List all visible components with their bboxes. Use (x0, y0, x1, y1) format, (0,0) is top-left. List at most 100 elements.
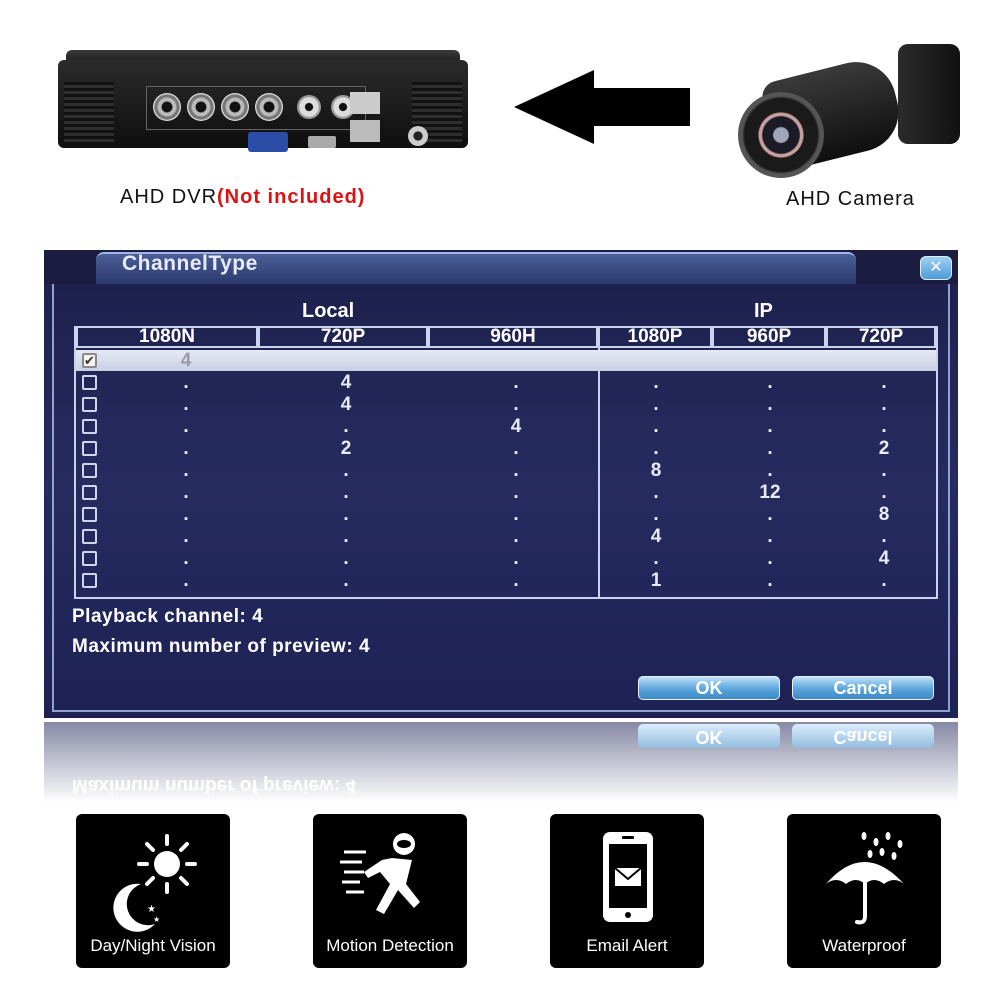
dialog-reflection: OK Cancel Maximum number of preview: 4 (44, 722, 958, 802)
table-cell: . (881, 372, 887, 393)
camera-image (738, 38, 960, 178)
feature-label: Day/Night Vision (90, 936, 216, 955)
table-cell: 8 (878, 504, 890, 525)
table-cell: 2 (340, 438, 352, 459)
table-cell: . (183, 504, 189, 525)
table-cell: . (881, 526, 887, 547)
running-man-icon (340, 833, 420, 914)
table-cell: . (343, 460, 349, 481)
column-header: 1080P (598, 327, 712, 348)
feature-day-night: ★ ★ Day/Night Vision (76, 814, 230, 968)
table-cell: 2 (878, 438, 890, 459)
table-cell: . (513, 482, 519, 503)
row-checkbox[interactable] (82, 485, 97, 500)
table-cell: . (343, 548, 349, 569)
table-row[interactable]: .....4 (76, 548, 936, 569)
table-cell: 4 (510, 416, 522, 437)
table-row[interactable]: .....8 (76, 504, 936, 525)
table-cell: . (767, 526, 773, 547)
table-cell: 4 (878, 548, 890, 569)
row-checkbox[interactable] (82, 507, 97, 522)
row-checkbox[interactable] (82, 551, 97, 566)
table-cell: . (183, 372, 189, 393)
svg-text:★: ★ (147, 904, 156, 915)
table-cell: 4 (340, 372, 352, 393)
row-checkbox[interactable] (82, 573, 97, 588)
reflection-ok: OK (638, 724, 780, 748)
table-cell: . (183, 394, 189, 415)
table-row[interactable]: ...4.. (76, 526, 936, 547)
group-header-ip: IP (754, 300, 773, 322)
row-checkbox[interactable] (82, 529, 97, 544)
table-cell: . (343, 570, 349, 591)
table-row[interactable]: . 4.... (76, 372, 936, 393)
table-cell: . (183, 482, 189, 503)
table-row[interactable]: ...8.. (76, 460, 936, 481)
dvr-image (58, 50, 468, 158)
table-cell: . (183, 438, 189, 459)
row-checkbox[interactable] (82, 441, 97, 456)
table-cell: 4 (180, 350, 192, 371)
table-cell: . (767, 372, 773, 393)
table-cell (864, 350, 904, 371)
table-row[interactable]: ...1.. (76, 570, 936, 591)
table-cell: . (653, 372, 659, 393)
reflection-cancel: Cancel (792, 724, 934, 748)
table-cell (750, 350, 790, 371)
row-checkbox[interactable] (82, 397, 97, 412)
table-cell: . (513, 438, 519, 459)
table-cell: 12 (759, 482, 781, 503)
column-header: 1080N (76, 327, 258, 348)
row-checkbox[interactable] (82, 375, 97, 390)
table-cell: . (653, 438, 659, 459)
table-cell: . (767, 394, 773, 415)
svg-text:★: ★ (153, 915, 160, 924)
table-cell: . (513, 372, 519, 393)
table-cell: 8 (650, 460, 662, 481)
row-checkbox[interactable]: ✔ (82, 353, 97, 368)
table-cell: . (767, 504, 773, 525)
dialog-title: ChannelType (122, 252, 258, 275)
table-cell: 4 (340, 394, 352, 415)
row-checkbox[interactable] (82, 463, 97, 478)
table-row[interactable]: ....12. (76, 482, 936, 503)
table-cell: . (513, 460, 519, 481)
phone-mail-icon (603, 832, 653, 922)
column-header: 960P (712, 327, 826, 348)
reflection-text: Maximum number of preview: 4 (72, 775, 357, 796)
table-cell: . (343, 504, 349, 525)
table-cell: . (881, 416, 887, 437)
table-cell: . (343, 482, 349, 503)
feature-label: Waterproof (822, 936, 906, 955)
table-cell (326, 350, 366, 371)
camera-caption: AHD Camera (786, 188, 915, 210)
table-cell: . (767, 460, 773, 481)
left-arrow-icon (514, 70, 690, 144)
table-cell: . (343, 526, 349, 547)
table-cell: . (881, 394, 887, 415)
table-cell: . (513, 394, 519, 415)
close-button[interactable]: ✕ (920, 256, 952, 280)
table-row[interactable]: . 4.... (76, 394, 936, 415)
feature-label: Email Alert (586, 936, 668, 955)
table-cell: . (767, 438, 773, 459)
table-cell: . (653, 394, 659, 415)
table-cell (496, 350, 536, 371)
table-cell (636, 350, 676, 371)
cancel-button[interactable]: Cancel (792, 676, 934, 700)
feature-waterproof: Waterproof (787, 814, 941, 968)
feature-motion-detection: Motion Detection (313, 814, 467, 968)
table-row[interactable]: ..4... (76, 416, 936, 437)
feature-email-alert: Email Alert (550, 814, 704, 968)
column-header: 720P (258, 327, 428, 348)
table-cell: . (881, 460, 887, 481)
table-cell: . (881, 570, 887, 591)
ok-button[interactable]: OK (638, 676, 780, 700)
table-cell: . (653, 482, 659, 503)
table-cell: . (513, 526, 519, 547)
playback-channel-text: Playback channel: 4 (72, 606, 264, 627)
table-row[interactable]: ✔4 (76, 350, 936, 371)
table-row[interactable]: . 2... 2 (76, 438, 936, 459)
max-preview-text: Maximum number of preview: 4 (72, 636, 371, 657)
row-checkbox[interactable] (82, 419, 97, 434)
